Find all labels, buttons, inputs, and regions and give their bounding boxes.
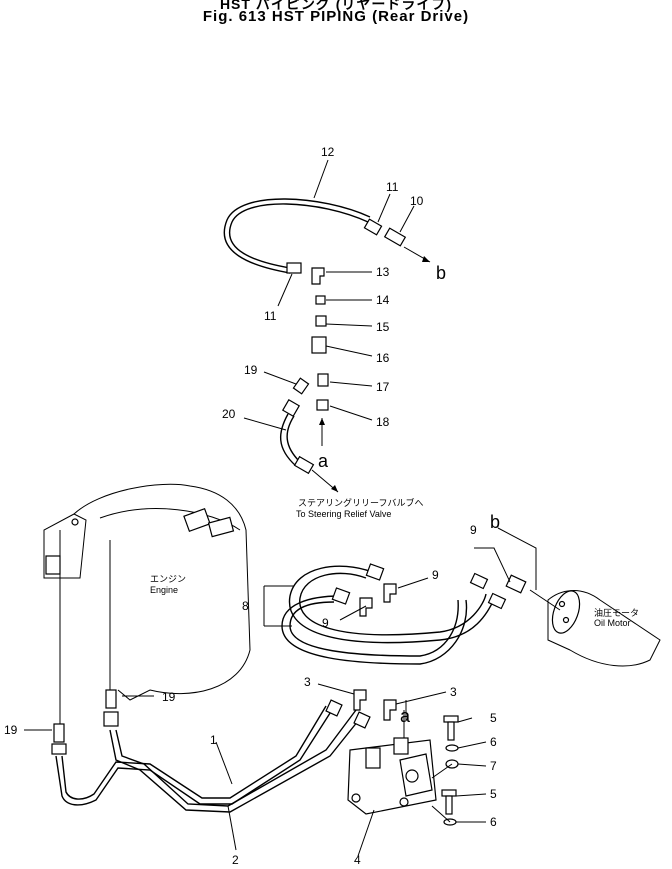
callout-9-left: 9 (432, 568, 439, 582)
lower-pipes (55, 705, 363, 813)
elbow-9-right-b (505, 574, 527, 594)
valve-block-4 (325, 689, 437, 815)
engine-label: Engine (150, 585, 178, 595)
hose-group-8 (263, 563, 527, 665)
motor-label: Oil Motor (594, 618, 631, 628)
callout-2: 2 (232, 853, 239, 867)
fitting-20 (281, 398, 301, 418)
callout-5-upper: 5 (490, 711, 497, 725)
callout-3-right: 3 (450, 685, 457, 699)
fitting-11-upper (363, 218, 383, 236)
leader-lines (24, 159, 487, 857)
fittings-19 (45, 555, 119, 755)
part-18 (316, 399, 329, 411)
steering-label-jp: ステアリングリリーフバルブへ (298, 497, 423, 508)
callout-15: 15 (376, 320, 390, 334)
elbow-3-left (353, 689, 367, 711)
hose-20-end (293, 455, 315, 475)
elbow-9-right-a (469, 572, 489, 590)
engine (43, 483, 251, 701)
part-15 (315, 315, 327, 327)
callout-18: 18 (376, 415, 390, 429)
oil-motor (474, 527, 661, 667)
callout-9-mid: 9 (322, 616, 329, 630)
callout-20: 20 (222, 407, 236, 421)
figure-title-jp: HST パイピング (リヤードライブ) (219, 0, 453, 12)
callout-6-lower: 6 (490, 815, 497, 829)
callout-8: 8 (242, 599, 249, 613)
port-label-b-upper: b (436, 263, 446, 283)
callout-5-lower: 5 (490, 787, 497, 801)
bolt-5-upper (443, 715, 459, 723)
motor-label-jp: 油圧モータ (594, 607, 639, 618)
callout-14: 14 (376, 293, 390, 307)
callout-11-upper: 11 (386, 180, 399, 194)
callout-16: 16 (376, 351, 390, 365)
washer-6-upper (445, 744, 459, 752)
port-label-b-lower: b (490, 512, 500, 532)
part-17 (317, 373, 329, 387)
callout-13: 13 (376, 265, 390, 279)
upper-hose-assembly (223, 198, 431, 493)
hardware (431, 715, 459, 826)
elbow-9-mid (359, 597, 373, 617)
fitting-19-upper (292, 377, 310, 395)
part-14 (315, 295, 326, 305)
callout-4: 4 (354, 853, 361, 867)
steering-label: To Steering Relief Valve (296, 509, 391, 519)
callout-3-left: 3 (304, 675, 311, 689)
callout-17: 17 (376, 380, 390, 394)
callout-19-right: 19 (162, 690, 176, 704)
callout-7: 7 (490, 759, 497, 773)
callout-1: 1 (210, 733, 217, 747)
elbow-13 (311, 267, 325, 285)
bolt-5-lower (441, 789, 457, 797)
fitting-10 (383, 227, 407, 247)
callout-6-upper: 6 (490, 735, 497, 749)
callout-11-lower: 11 (264, 309, 277, 323)
fitting-11-lower (286, 262, 302, 274)
block-16 (311, 336, 327, 354)
callout-19-upper: 19 (244, 363, 258, 377)
port-label-a-upper: a (318, 451, 329, 471)
figure-title: Fig. 613 HST PIPING (Rear Drive) (202, 8, 470, 25)
elbow-9-left (383, 583, 397, 603)
fitting-19-left (53, 723, 65, 743)
callout-12: 12 (321, 145, 335, 159)
callout-9-right: 9 (470, 523, 477, 537)
port-label-a-lower: a (400, 706, 411, 726)
engine-label-jp: エンジン (150, 574, 186, 584)
elbow-3-right (383, 699, 397, 721)
fitting-19-engine (45, 555, 61, 575)
fitting-19-right (105, 689, 117, 709)
callout-10: 10 (410, 194, 424, 208)
callout-19-left: 19 (4, 723, 18, 737)
